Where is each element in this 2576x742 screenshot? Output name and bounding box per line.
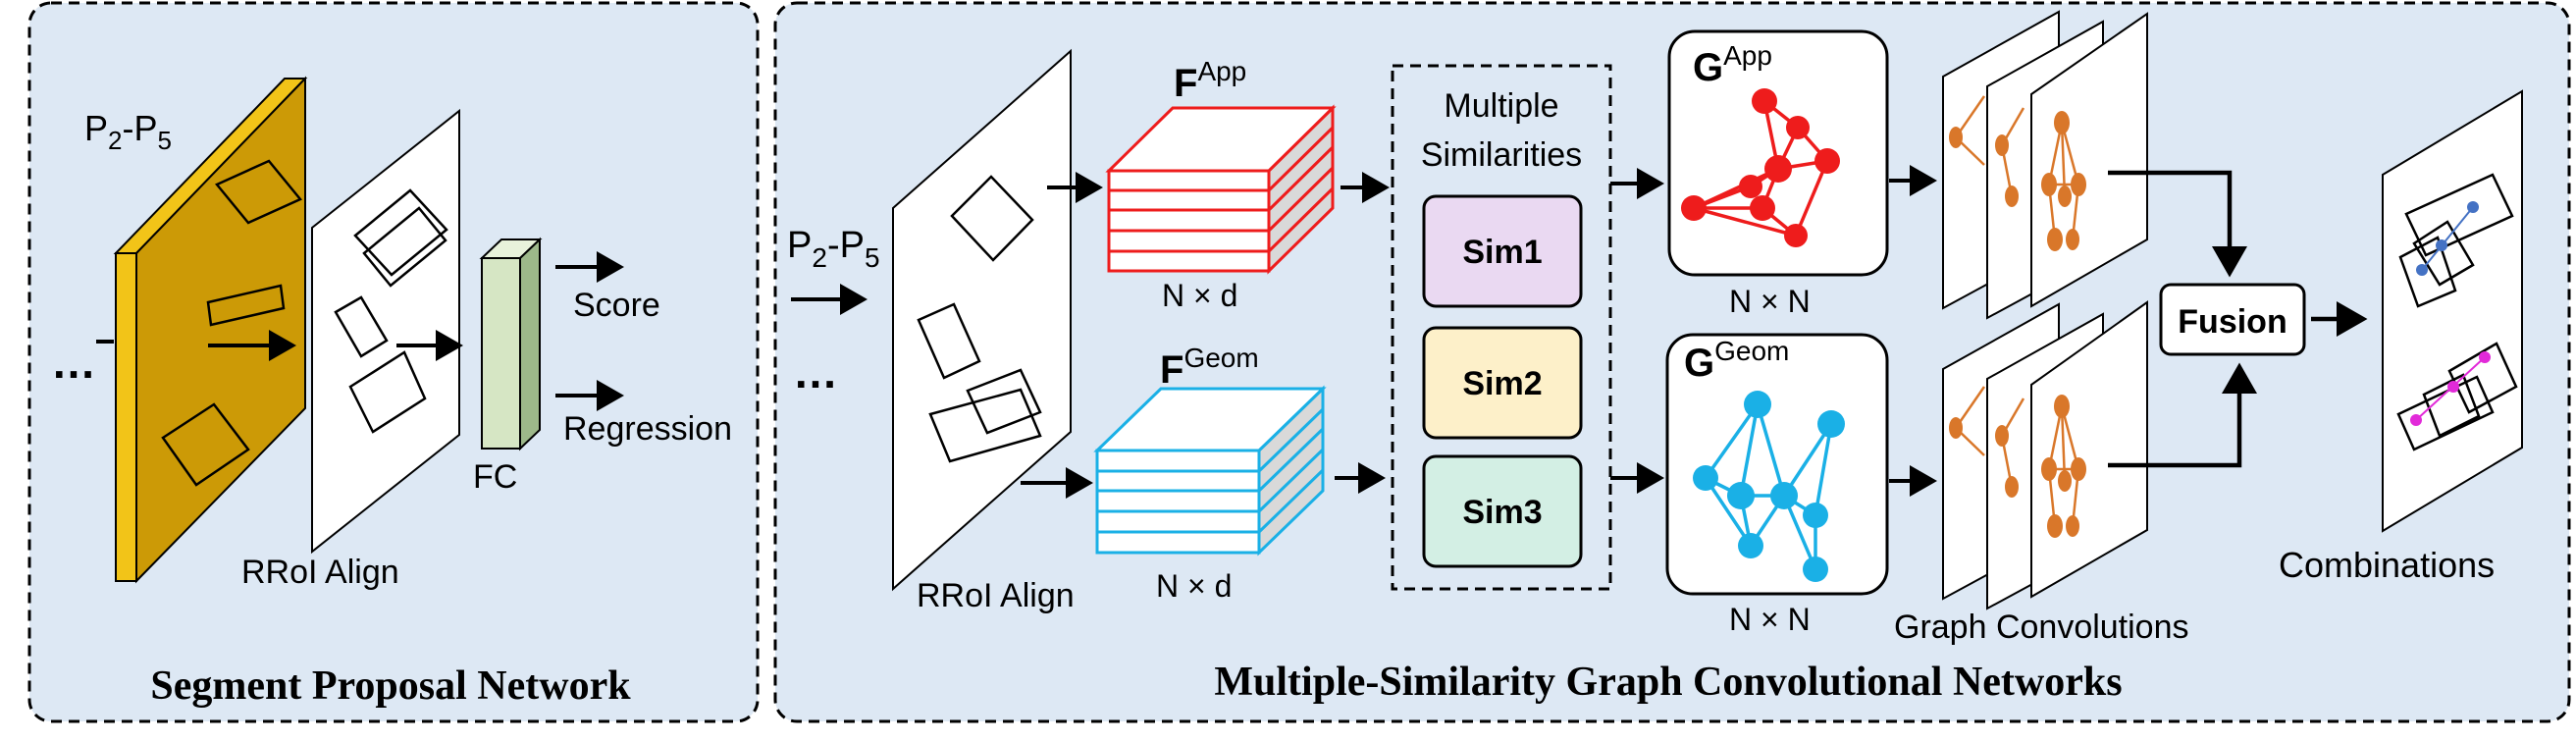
- pyramid-label: P2-P5: [787, 225, 880, 273]
- graph-conv-label: Graph Convolutions: [1894, 609, 2189, 646]
- sim1-label: Sim1: [1462, 234, 1542, 271]
- sim1-box: [1422, 194, 1583, 308]
- rroi-plane: [311, 108, 460, 555]
- sim3-box: [1422, 454, 1583, 568]
- msgcn-panel: P2-P5 … RRoI Align FApp: [773, 1, 2571, 723]
- g-geom-graph: GGeom: [1665, 333, 1889, 596]
- arrow: [2108, 362, 2257, 468]
- f-app-dim-label: N × d: [1162, 278, 1237, 313]
- panel-title: Multiple-Similarity Graph Convolutional …: [1214, 660, 2122, 705]
- proposal-box: [206, 284, 286, 327]
- fusion-label: Fusion: [2178, 303, 2287, 341]
- feature-pyramid-map: [113, 76, 308, 584]
- f-geom-dim-label: N × d: [1156, 568, 1232, 604]
- score-label: Score: [573, 287, 660, 324]
- combinations-label: Combinations: [2279, 545, 2495, 585]
- fc-label: FC: [473, 458, 517, 496]
- g-app-label: GApp: [1693, 40, 1772, 89]
- multiple-similarities-box: Multiple Similarities Sim1 Sim2 Sim3: [1391, 64, 1612, 591]
- f-geom-label: FGeom: [1160, 343, 1259, 392]
- proposal-box: [215, 159, 302, 225]
- gcn-layers-bottom: [1942, 300, 2148, 610]
- rroi-label: RRoI Align: [241, 554, 399, 591]
- regression-label: Regression: [563, 410, 732, 448]
- panel-title: Segment Proposal Network: [150, 663, 631, 709]
- g-geom-dim-label: N × N: [1729, 602, 1811, 637]
- f-geom-feature-stack: [1093, 385, 1327, 556]
- ellipsis-label: …: [793, 346, 838, 398]
- g-app-graph: GApp: [1667, 29, 1889, 277]
- sim2-box: [1422, 326, 1583, 440]
- fusion-box: [2159, 283, 2306, 356]
- sim2-label: Sim2: [1462, 365, 1542, 402]
- g-app-dim-label: N × N: [1729, 284, 1811, 319]
- combinations-plane: [2382, 89, 2523, 533]
- ellipsis-label: …: [51, 337, 96, 388]
- f-app-feature-stack: [1105, 104, 1337, 275]
- rroi-plane: [892, 48, 1072, 592]
- segment-proposal-panel: P2-P5 … RRoI Align FC Score Regression S…: [27, 1, 760, 723]
- similarities-title-line2: Similarities: [1421, 136, 1582, 174]
- gcn-layers-top: [1942, 10, 2148, 320]
- arrow: [2108, 170, 2247, 278]
- sim3-label: Sim3: [1462, 494, 1542, 531]
- f-app-label: FApp: [1174, 56, 1246, 105]
- fc-layer: [479, 237, 543, 451]
- pyramid-label: P2-P5: [84, 108, 172, 155]
- g-geom-label: GGeom: [1684, 336, 1789, 385]
- rroi-label: RRoI Align: [917, 577, 1075, 614]
- similarities-title-line1: Multiple: [1444, 87, 1558, 125]
- proposal-box: [161, 402, 250, 487]
